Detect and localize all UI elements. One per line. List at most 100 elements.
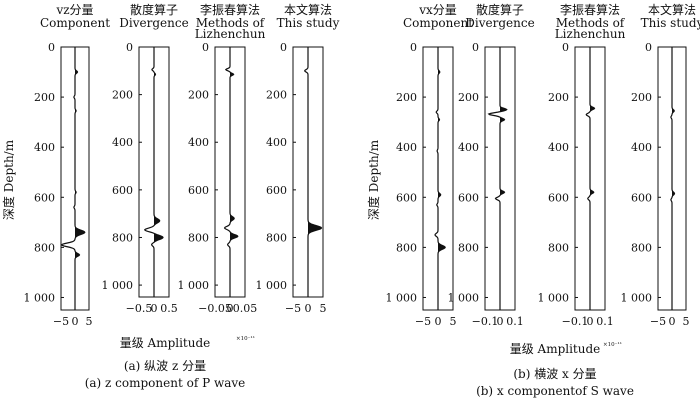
y-tick-label: 0: [472, 41, 479, 54]
trace-positive-fill: [308, 47, 322, 297]
y-tick-label: 400: [548, 141, 569, 154]
y-tick-label: 800: [631, 241, 652, 254]
panel-title-cn: 本文算法: [284, 2, 332, 17]
trace-line: [434, 47, 446, 310]
right-xlabel: 量级 Amplitude: [510, 342, 601, 356]
y-tick-label: 0: [202, 41, 209, 54]
trace-line: [223, 47, 239, 297]
x-tick-label: 0: [305, 302, 312, 315]
trace-positive-fill: [230, 47, 238, 297]
y-tick-label: 1 000: [256, 279, 288, 292]
x-tick-label: 0: [497, 315, 504, 328]
left-caption-cn: (a) 纵波 z 分量: [124, 359, 206, 373]
trace-line: [303, 47, 323, 297]
trace-positive-fill: [438, 47, 446, 310]
x-tick-label: −5: [53, 315, 69, 328]
x-tick-label: 0: [587, 315, 594, 328]
y-tick-label: 0: [562, 41, 569, 54]
right-caption-cn: (b) 横波 x 分量: [513, 367, 596, 381]
trace-line: [487, 47, 508, 310]
y-tick-label: 800: [396, 241, 417, 254]
y-tick-label: 1 000: [102, 279, 134, 292]
trace-positive-fill: [154, 47, 163, 297]
panel-title-cn: 散度算子: [130, 2, 178, 17]
left-exponent: ×10⁻¹¹: [236, 335, 255, 342]
left-ylabel: 深度 Depth/m: [1, 139, 16, 220]
x-tick-label: −0.05: [198, 302, 232, 315]
trace-positive-fill: [500, 47, 507, 310]
x-tick-label: 0: [669, 315, 676, 328]
y-tick-label: 400: [631, 141, 652, 154]
y-tick-label: 600: [631, 191, 652, 204]
x-tick-label: 0: [435, 315, 442, 328]
y-tick-label: 800: [188, 231, 209, 244]
panel-title-cn: vz分量: [55, 3, 93, 17]
y-tick-label: 400: [266, 136, 287, 149]
y-tick-label: 800: [266, 231, 287, 244]
x-tick-label: 5: [683, 315, 690, 328]
x-tick-label: 0.5: [160, 302, 178, 315]
y-tick-label: 600: [188, 184, 209, 197]
trace-positive-fill: [590, 47, 595, 310]
y-tick-label: 800: [458, 241, 479, 254]
panel-title-cn: 李振春算法: [560, 2, 620, 17]
y-tick-label: 800: [112, 231, 133, 244]
y-tick-label: 1 000: [24, 291, 56, 304]
panel-title-cn: 本文算法: [648, 2, 696, 17]
y-tick-label: 0: [410, 41, 417, 54]
panel-title-cn: 李振春算法: [200, 2, 260, 17]
x-tick-label: −5: [415, 315, 431, 328]
y-tick-label: 1 000: [448, 291, 480, 304]
y-tick-label: 400: [34, 141, 55, 154]
y-tick-label: 200: [548, 91, 569, 104]
panel-title-cn: 散度算子: [476, 2, 524, 17]
y-tick-label: 400: [396, 141, 417, 154]
x-tick-label: 0.1: [596, 315, 614, 328]
x-tick-label: 0.1: [506, 315, 524, 328]
y-tick-label: 600: [458, 191, 479, 204]
y-tick-label: 0: [280, 41, 287, 54]
x-tick-label: −5: [650, 315, 666, 328]
left-caption-en: (a) z component of P wave: [85, 376, 246, 390]
y-tick-label: 800: [34, 241, 55, 254]
panel-title-en: This study: [277, 16, 340, 30]
y-tick-label: 1 000: [178, 279, 210, 292]
y-tick-label: 600: [266, 184, 287, 197]
y-tick-label: 200: [458, 91, 479, 104]
y-tick-label: 200: [266, 89, 287, 102]
trace-line: [585, 47, 596, 310]
x-tick-label: 5: [86, 315, 93, 328]
x-tick-label: 0: [72, 315, 79, 328]
y-tick-label: 0: [126, 41, 133, 54]
trace-line: [670, 47, 676, 310]
y-tick-label: 1 000: [538, 291, 570, 304]
left-xlabel: 量级 Amplitude: [120, 336, 211, 350]
y-tick-label: 600: [548, 191, 569, 204]
y-tick-label: 600: [112, 184, 133, 197]
y-tick-label: 600: [396, 191, 417, 204]
x-tick-label: −5: [285, 302, 301, 315]
x-tick-label: 5: [450, 315, 457, 328]
trace-positive-fill: [75, 47, 85, 310]
x-tick-label: −0.5: [126, 302, 153, 315]
x-tick-label: −0.1: [562, 315, 589, 328]
right-exponent: ×10⁻¹¹: [603, 341, 622, 348]
y-tick-label: 200: [631, 91, 652, 104]
panel-title-en: Component: [40, 16, 110, 30]
panel-title-en: Divergence: [465, 16, 534, 30]
trace-line: [143, 47, 164, 297]
x-tick-label: 0: [151, 302, 158, 315]
y-tick-label: 400: [188, 136, 209, 149]
trace-line: [60, 47, 86, 310]
panel-title-en: Divergence: [119, 16, 188, 30]
